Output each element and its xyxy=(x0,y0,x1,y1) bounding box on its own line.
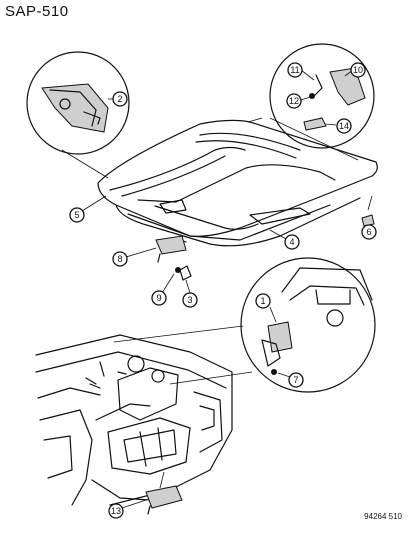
hood-latch-13 xyxy=(145,471,183,515)
callout-8: 8 xyxy=(112,251,128,267)
callout-3: 3 xyxy=(182,292,198,308)
hinge-detail-right xyxy=(269,43,375,149)
svg-text:7: 7 xyxy=(293,375,298,385)
callout-14: 14 xyxy=(336,118,352,134)
callout-6: 6 xyxy=(361,224,377,240)
callout-11: 11 xyxy=(287,62,303,78)
callout-5: 5 xyxy=(69,207,85,223)
figure-code: 94264 510 xyxy=(364,512,402,521)
page-title: SAP-510 xyxy=(5,3,69,20)
svg-text:5: 5 xyxy=(74,210,79,220)
callout-10: 10 xyxy=(350,62,366,78)
hinge-detail-left xyxy=(26,51,130,155)
svg-text:10: 10 xyxy=(353,65,363,75)
svg-text:6: 6 xyxy=(366,227,371,237)
callout-13: 13 xyxy=(108,503,124,519)
hood-panel xyxy=(97,119,378,247)
callout-1: 1 xyxy=(255,293,271,309)
callout-12: 12 xyxy=(286,93,302,109)
svg-text:11: 11 xyxy=(290,65,299,75)
svg-text:1: 1 xyxy=(260,296,265,306)
engine-bay xyxy=(35,334,233,506)
svg-text:13: 13 xyxy=(111,506,121,516)
svg-text:2: 2 xyxy=(117,94,122,104)
svg-text:8: 8 xyxy=(117,254,122,264)
svg-text:3: 3 xyxy=(187,295,192,305)
latch-detail xyxy=(240,257,376,393)
svg-text:12: 12 xyxy=(289,96,299,106)
latch-striker xyxy=(155,235,192,281)
callout-9: 9 xyxy=(151,290,167,306)
callout-2: 2 xyxy=(112,91,128,107)
svg-text:9: 9 xyxy=(156,293,161,303)
callout-7: 7 xyxy=(288,372,304,388)
svg-text:14: 14 xyxy=(339,121,349,131)
callout-4: 4 xyxy=(284,234,300,250)
svg-text:4: 4 xyxy=(289,237,294,247)
